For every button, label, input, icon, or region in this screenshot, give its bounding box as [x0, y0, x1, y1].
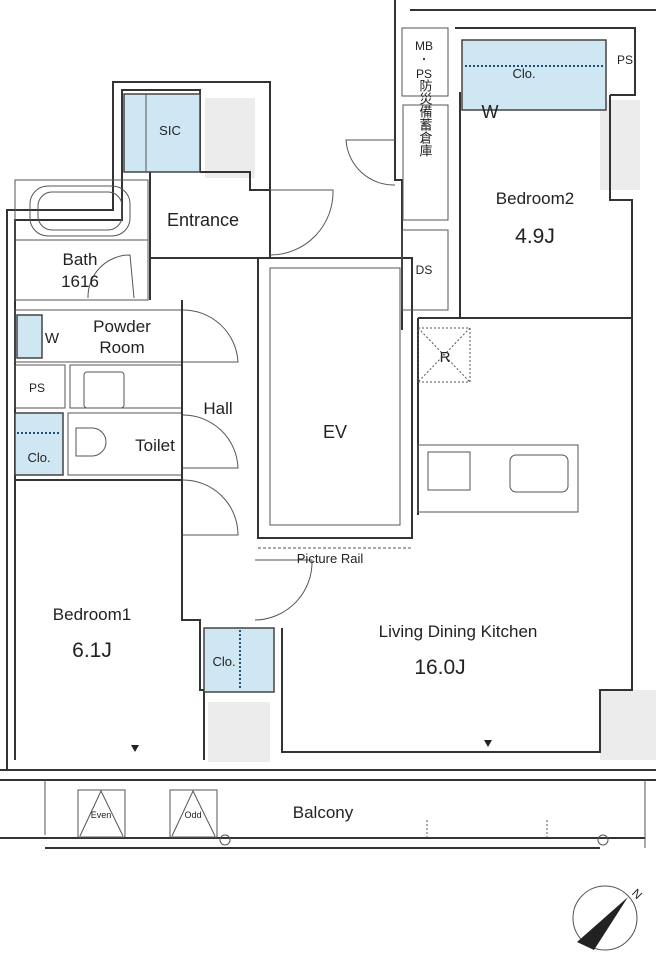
- shoe-closet: [123, 93, 201, 173]
- powder-room-label-2: Room: [99, 338, 144, 357]
- ds-label: DS: [416, 263, 433, 277]
- picture-rail-label: Picture Rail: [297, 551, 364, 566]
- kitchen-counter: [417, 444, 579, 513]
- hall-label: Hall: [203, 399, 232, 418]
- w-label: W: [45, 330, 60, 347]
- sic-label: SIC: [159, 123, 181, 138]
- ldk-size-label: 16.0J: [414, 656, 465, 679]
- mb-ps-label: PS: [416, 67, 432, 81]
- clo-bedroom2-label: Clo.: [512, 66, 535, 81]
- mb-label: MB: [415, 39, 433, 53]
- balcony: [0, 769, 656, 849]
- bath-size-label: 1616: [61, 272, 99, 291]
- bedroom2-label: Bedroom2: [496, 189, 574, 208]
- ps-left-label: PS: [29, 381, 45, 395]
- ps-right-label: PS: [617, 53, 633, 67]
- bedroom2-size-label: 4.9J: [515, 225, 555, 248]
- entrance-door[interactable]: [269, 189, 334, 256]
- toilet-label: Toilet: [135, 436, 175, 455]
- clo-left-label: Clo.: [27, 450, 50, 465]
- evacuation-hatch-even: [77, 789, 126, 838]
- stove-icon: [427, 451, 471, 491]
- window-marker: [131, 745, 139, 752]
- entrance-label: Entrance: [167, 210, 239, 230]
- odd-label: Odd: [184, 810, 201, 820]
- powder-room-label-1: Powder: [93, 317, 151, 336]
- compass-icon: N: [572, 885, 645, 951]
- refrigerator-label: R: [440, 349, 451, 366]
- evacuation-hatch-odd: [169, 789, 218, 838]
- ldk-label: Living Dining Kitchen: [379, 622, 538, 641]
- clo-center-label: Clo.: [212, 654, 235, 669]
- bedroom1-size-label: 6.1J: [72, 639, 112, 662]
- window-marker: [484, 740, 492, 747]
- bath-label: Bath: [63, 250, 98, 269]
- bedroom1-label: Bedroom1: [53, 605, 131, 624]
- ev-label: EV: [323, 422, 347, 442]
- storage-label: 防災備蓄倉庫: [418, 78, 433, 157]
- even-label: Even: [91, 810, 112, 820]
- w-bedroom2-label: W: [482, 102, 499, 122]
- mb-ps-separator: ・: [419, 55, 429, 66]
- sink-icon: [509, 454, 569, 493]
- balcony-label: Balcony: [293, 803, 354, 822]
